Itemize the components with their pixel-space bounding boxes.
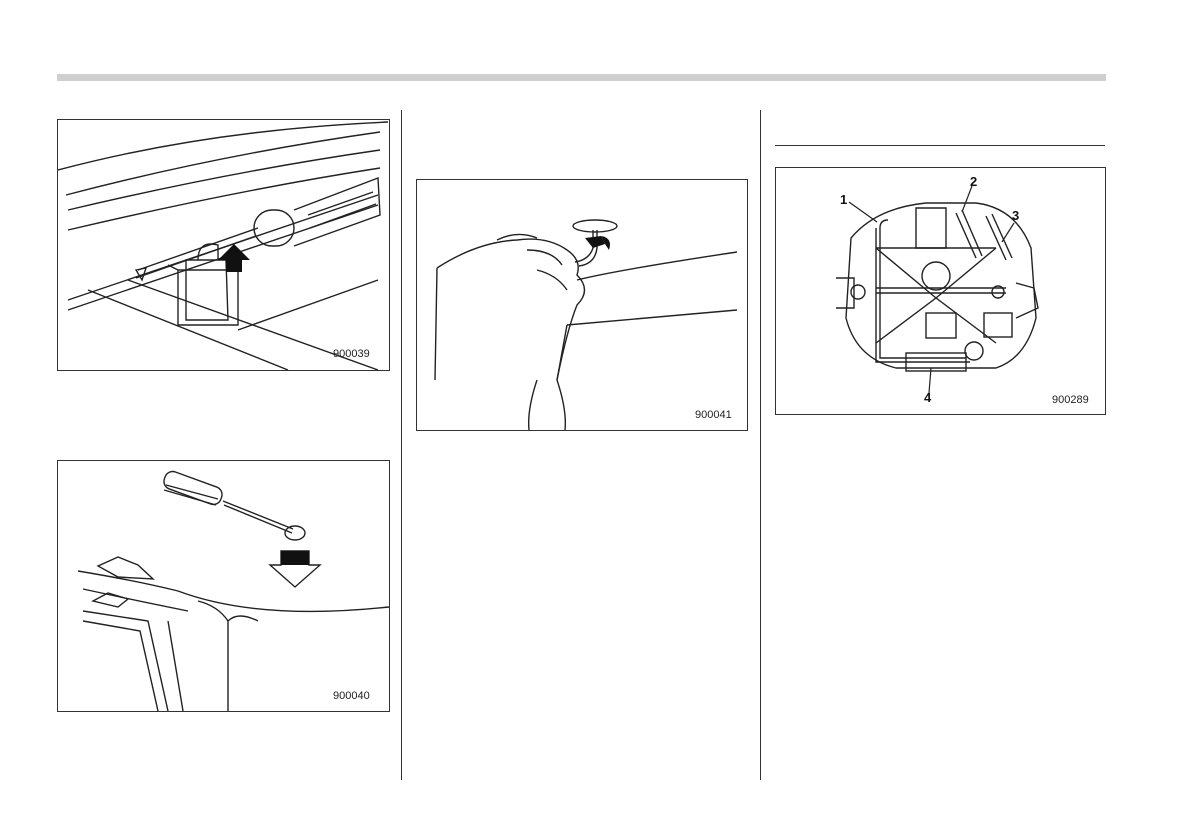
screwdriver-headliner-illustration (58, 461, 389, 711)
column-divider-right (760, 110, 761, 780)
jack-tools-illustration (776, 168, 1105, 414)
callout-2: 2 (970, 174, 977, 189)
figure-screwdriver-headliner: 900040 (57, 460, 390, 712)
header-bar (57, 74, 1106, 81)
column-divider-left (401, 110, 402, 780)
clip-removal-illustration (58, 120, 389, 370)
figure-hand-turning: 900041 (416, 179, 748, 431)
hand-turning-illustration (417, 180, 747, 430)
callout-1: 1 (840, 192, 847, 207)
callout-4: 4 (924, 390, 931, 405)
figure-id: 900040 (333, 690, 370, 702)
figure-clip-removal: 900039 (57, 119, 390, 371)
figure-id: 900041 (695, 409, 732, 421)
section-rule (775, 145, 1105, 146)
callout-3: 3 (1012, 208, 1019, 223)
figure-jack-tools: 1 2 3 4 900289 (775, 167, 1106, 415)
figure-id: 900039 (333, 348, 370, 360)
figure-id: 900289 (1052, 394, 1089, 406)
